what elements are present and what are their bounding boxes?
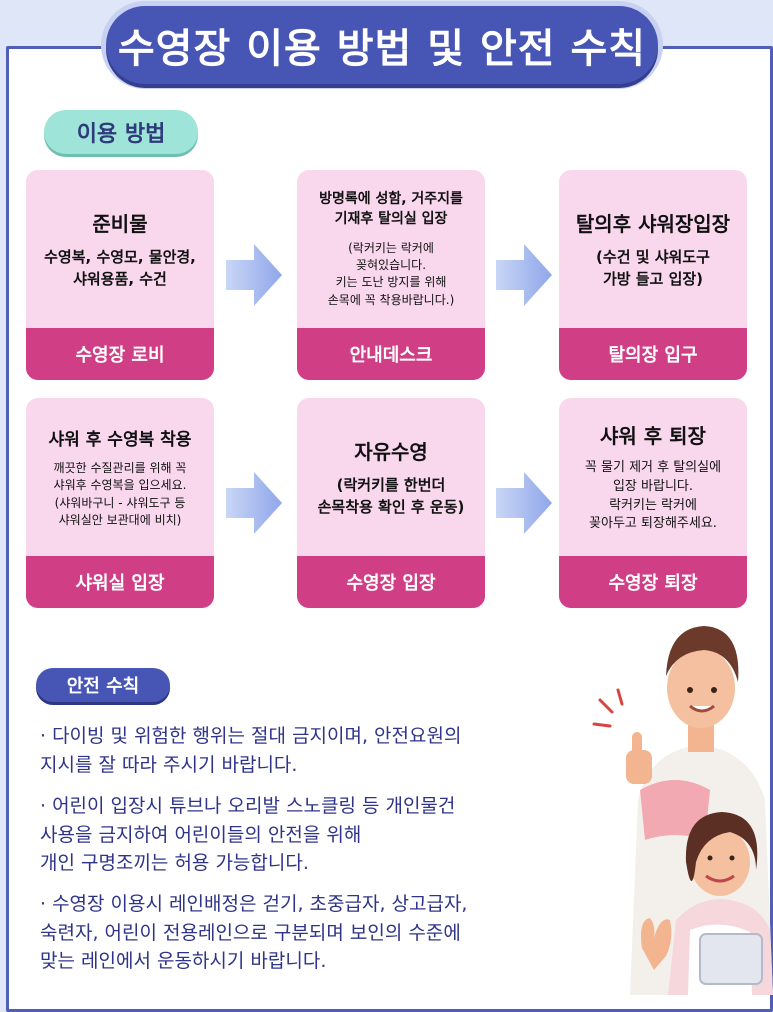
step-detail: (락커키를 한번더 손목착용 확인 후 운동)	[317, 475, 465, 516]
step-location: 탈의장 입구	[559, 328, 747, 380]
step-card-changing: 탈의후 샤워장입장 (수건 및 샤워도구 가방 들고 입장) 탈의장 입구	[559, 170, 747, 380]
right-arrow-icon	[496, 472, 552, 534]
step-heading: 탈의후 샤워장입장	[575, 211, 731, 236]
step-heading: 준비물	[92, 211, 148, 236]
step-detail: 꼭 물기 제거 후 탈의실에 입장 바랍니다. 락커키는 락커에 꽂아두고 퇴장…	[584, 459, 722, 532]
step-card-free-swim: 자유수영 (락커키를 한번더 손목착용 확인 후 운동) 수영장 입장	[297, 398, 485, 608]
step-heading: 방명록에 성함, 거주지를 기재후 탈의실 입장	[319, 190, 463, 228]
step-card-shower: 샤워 후 수영복 착용 깨끗한 수질관리를 위해 꼭 샤워후 수영복을 입으세요…	[26, 398, 214, 608]
step-location: 수영장 로비	[26, 328, 214, 380]
step-location: 샤워실 입장	[26, 556, 214, 608]
right-arrow-icon	[226, 244, 282, 306]
step-location: 수영장 입장	[297, 556, 485, 608]
step-card-exit: 샤워 후 퇴장 꼭 물기 제거 후 탈의실에 입장 바랍니다. 락커키는 락커에…	[559, 398, 747, 608]
step-detail: (락커키는 락커에 꽂혀있습니다. 키는 도난 방지를 위해 손목에 꼭 착용바…	[327, 240, 455, 307]
step-detail: 깨끗한 수질관리를 위해 꼭 샤워후 수영복을 입으세요. (샤워바구니 - 샤…	[53, 460, 187, 527]
step-location: 수영장 퇴장	[559, 556, 747, 608]
step-location: 안내데스크	[297, 328, 485, 380]
safety-rule-children: · 어린이 입장시 튜브나 오리발 스노클링 등 개인물건 사용을 금지하여 어…	[40, 795, 456, 874]
step-heading: 자유수영	[354, 439, 428, 464]
usage-section-label: 이용 방법	[44, 110, 198, 154]
safety-section-label: 안전 수칙	[36, 668, 170, 702]
safety-rule-diving: · 다이빙 및 위험한 행위는 절대 금지이며, 안전요원의 지시를 잘 따라 …	[40, 725, 462, 776]
step-detail: (수건 및 샤워도구 가방 들고 입장)	[596, 247, 710, 288]
safety-rule-lanes: · 수영장 이용시 레인배정은 걷기, 초중급자, 상고급자, 숙련자, 어린이…	[40, 893, 468, 972]
step-heading: 샤워 후 퇴장	[600, 423, 706, 448]
page-title: 수영장 이용 방법 및 안전 수칙	[106, 6, 658, 84]
step-detail: 수영복, 수영모, 물안경, 샤워용품, 수건	[44, 247, 196, 288]
step-heading: 샤워 후 수영복 착용	[48, 429, 192, 450]
step-card-checkin: 방명록에 성함, 거주지를 기재후 탈의실 입장 (락커키는 락커에 꽂혀있습니…	[297, 170, 485, 380]
people-thumbs-up-illustration	[592, 626, 773, 995]
right-arrow-icon	[226, 472, 282, 534]
right-arrow-icon	[496, 244, 552, 306]
step-card-supplies: 준비물 수영복, 수영모, 물안경, 샤워용품, 수건 수영장 로비	[26, 170, 214, 380]
